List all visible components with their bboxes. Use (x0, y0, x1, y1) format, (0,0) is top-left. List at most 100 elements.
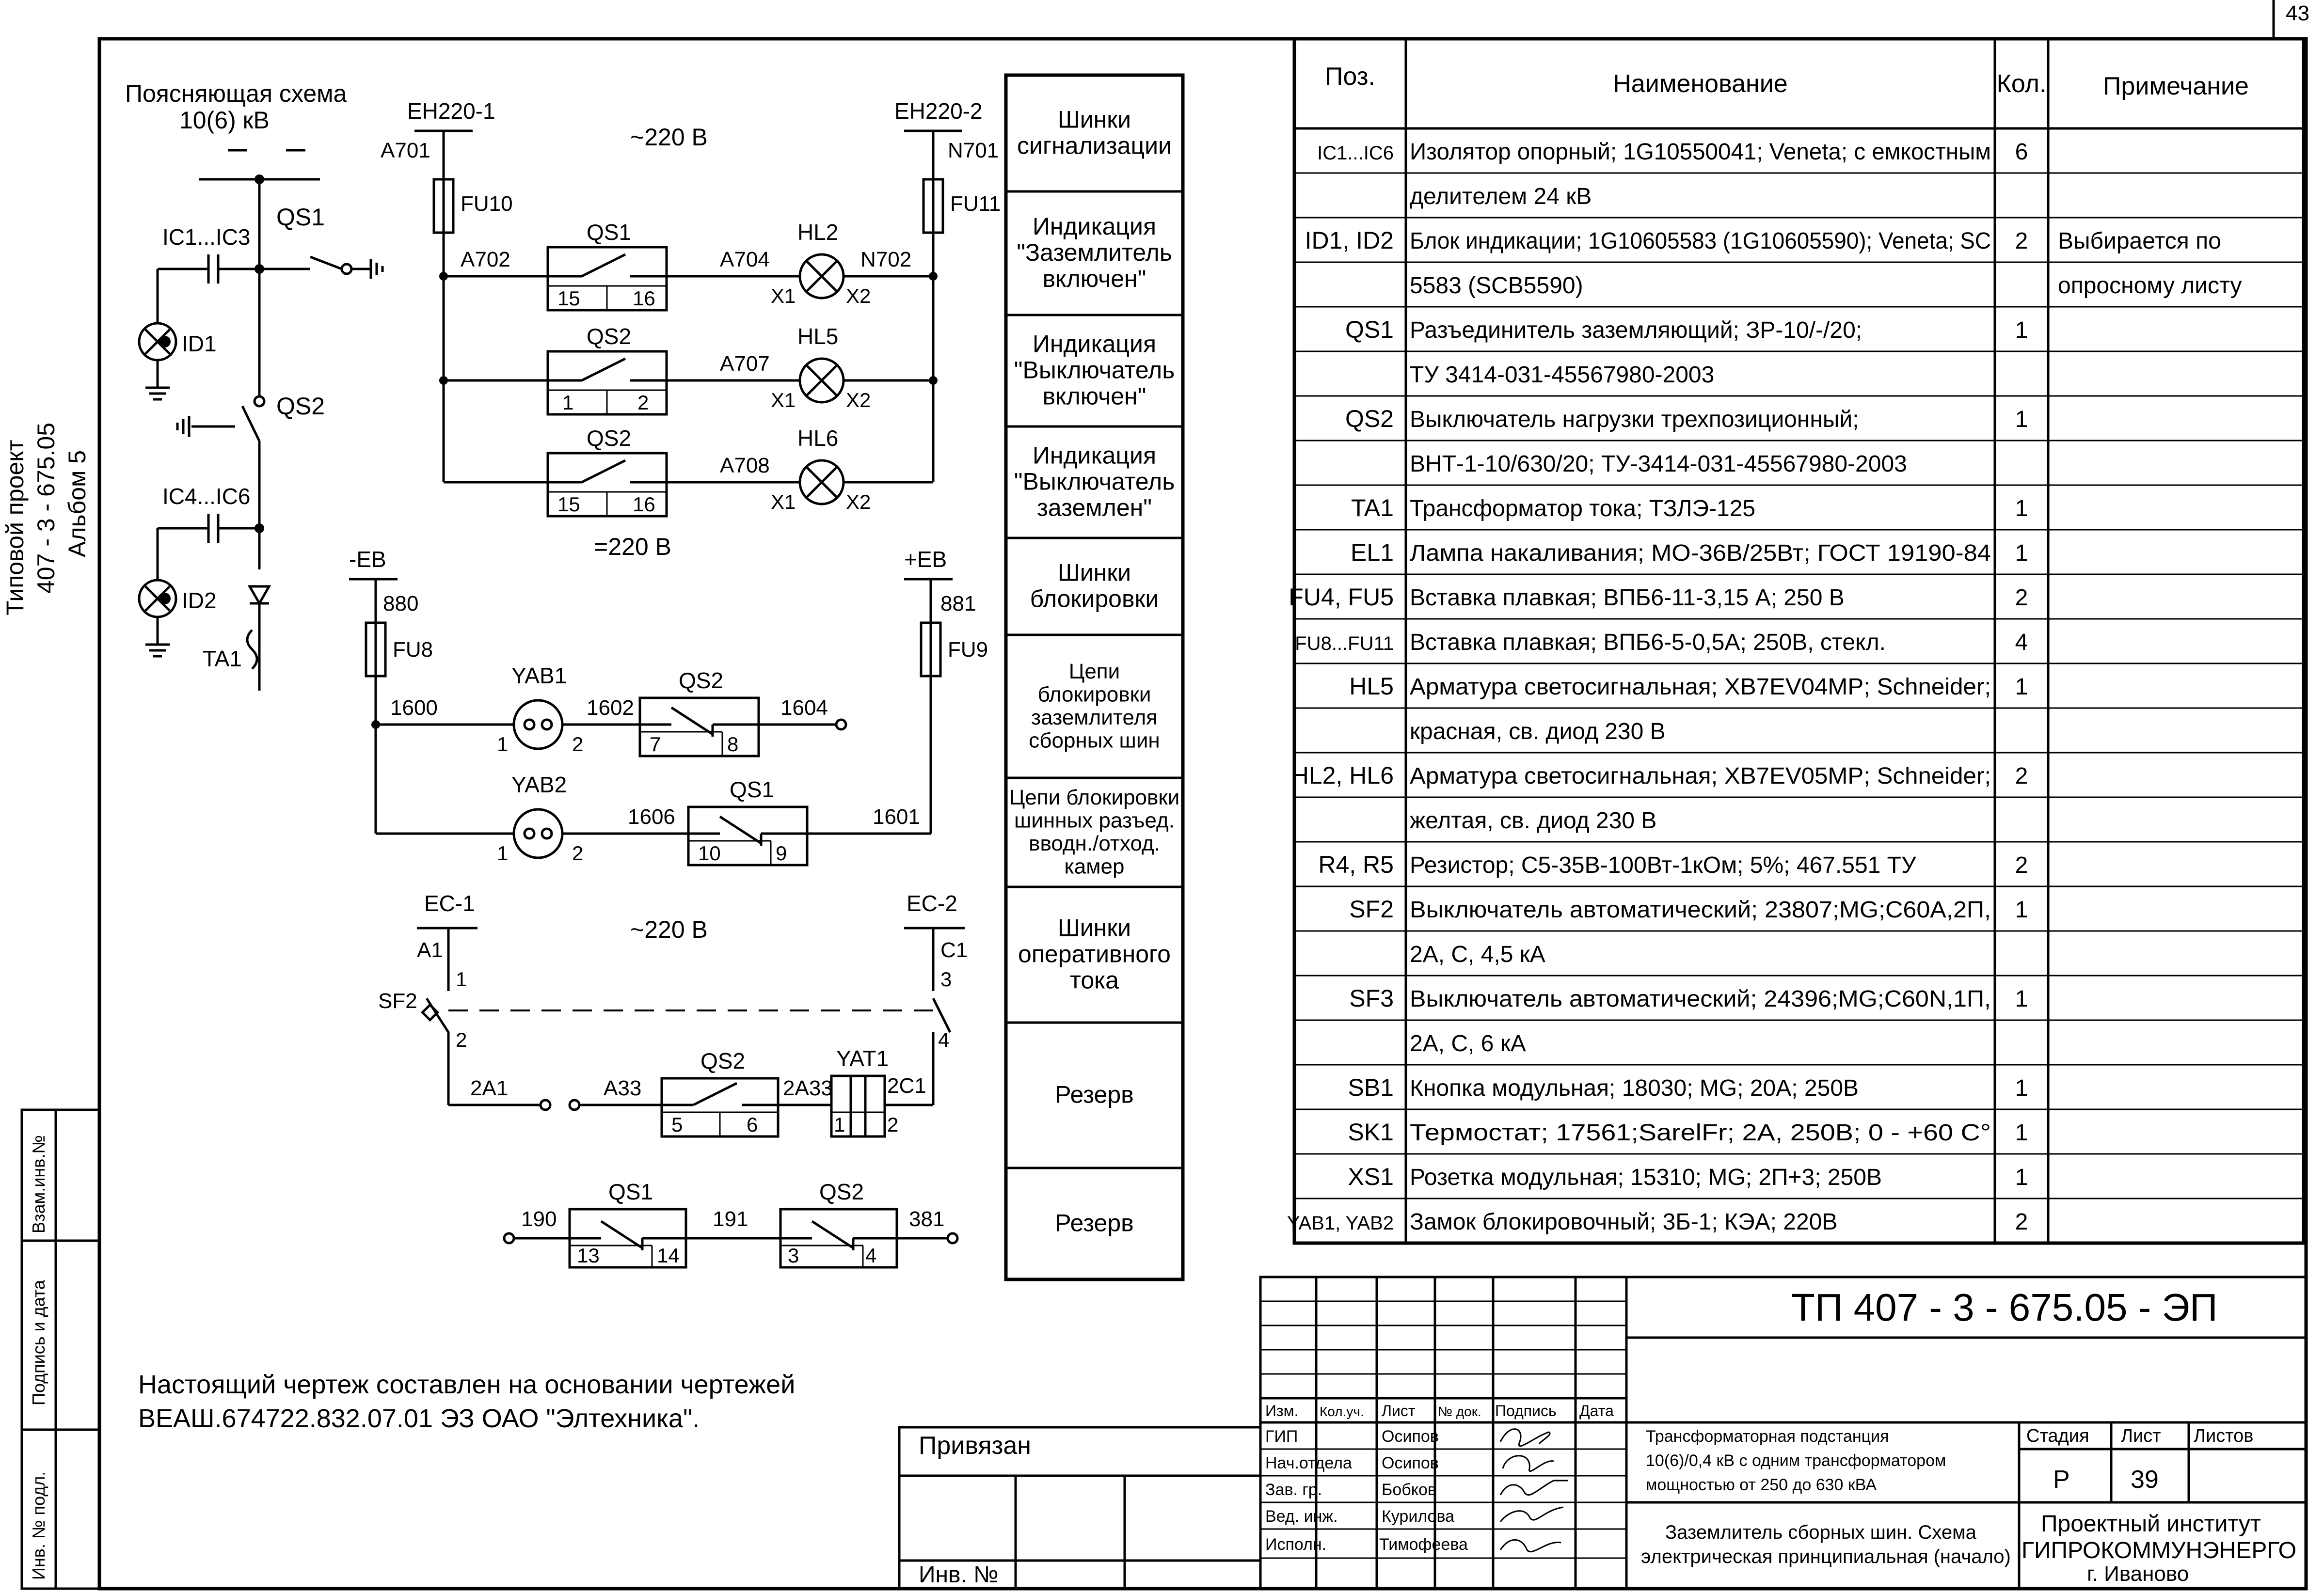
label-a33: A33 (604, 1076, 641, 1100)
bus-label-5-line-2: заземлителя (1031, 706, 1158, 729)
label-fu10: FU10 (461, 192, 513, 216)
bus-label-5-line-0: Цепи (1069, 660, 1120, 683)
label-c9: 9 (776, 842, 787, 865)
table-cell-name: Выключатель автоматический; 23807;MG;C60… (1410, 897, 1991, 923)
table-cell-pos: XS1 (1348, 1163, 1394, 1190)
table-cell-pos: SF3 (1349, 985, 1394, 1012)
table-cell-pos: TA1 (1351, 494, 1394, 521)
bus-label-6-line-3: камер (1065, 854, 1125, 878)
note-line2: ВЕАШ.674722.832.07.01 ЭЗ ОАО "Элтехника"… (138, 1404, 700, 1433)
label-a707: A707 (720, 352, 770, 376)
table-cell-pos: FU8...FU11 (1295, 633, 1394, 654)
label-2c1: 2C1 (887, 1074, 926, 1098)
label-voltage-ac: ~220 В (630, 124, 708, 151)
reserve-chain: 190 QS1 13 14 191 QS2 3 4 381 (503, 1179, 959, 1269)
table-cell-pos: HL5 (1349, 673, 1394, 700)
bus-label-2-line-0: Индикация (1033, 331, 1156, 358)
table-cell-qty: 2 (2015, 1209, 2028, 1235)
table-cell-name: красная, св. диод 230 В (1410, 719, 1666, 744)
label-fu9: FU9 (948, 638, 988, 662)
label-381: 381 (909, 1207, 944, 1231)
table-cell-pos: YAB1, YAB2 (1287, 1213, 1394, 1234)
table-cell-name: Вставка плавкая; ВПБ6-5-0,5А; 250В, стек… (1410, 630, 1886, 655)
bus-label-7-line-2: тока (1070, 967, 1119, 994)
bus-label-7-line-1: оперативного (1018, 941, 1171, 968)
label-c15-row1: 15 (557, 287, 580, 310)
table-header-0: Поз. (1325, 63, 1375, 91)
bus-label-7-line-0: Шинки (1058, 915, 1131, 942)
table-cell-qty: 1 (2015, 986, 2028, 1012)
note: Настоящий чертеж составлен на основании … (138, 1370, 795, 1433)
bus-label-6-line-1: шинных разъед. (1014, 808, 1175, 832)
table-cell-name: Термостат; 17561;SarelFr; 2А, 250В; 0 - … (1410, 1120, 1991, 1146)
table-cell-pos: IC1...IC6 (1317, 142, 1394, 164)
label-sf2-p4: 4 (938, 1028, 949, 1051)
label-yab1: YAB1 (511, 663, 567, 688)
single-line-scheme: Поясняющая схема 10(6) кВ IC1...IC3 ID1 … (125, 80, 384, 691)
table-cell-name: Арматура светосигнальная; XB7EV04MP; Sch… (1410, 674, 1991, 700)
table-cell-note: опросному листу (2058, 273, 2242, 299)
label-1606: 1606 (628, 805, 675, 829)
table-cell-name: Вставка плавкая; ВПБ6-11-3,15 А; 250 В (1410, 585, 1845, 611)
label-1600: 1600 (390, 696, 438, 720)
operative-circuit: EC-1 EC-2 ~220 В A1 C1 1 3 SF2 2 4 2A1 A… (378, 891, 968, 1138)
table-cell-name: ВНТ-1-10/630/20; ТУ-3414-031-45567980-20… (1410, 451, 1907, 477)
table-cell-qty: 1 (2015, 897, 2028, 923)
label-plus-eb: +EB (904, 547, 947, 572)
name-zav: Бобков (1382, 1481, 1436, 1499)
table-cell-pos: ID1, ID2 (1305, 227, 1394, 254)
bus-label-4-line-1: блокировки (1030, 585, 1159, 613)
label-1601: 1601 (873, 805, 920, 829)
object-line2: 10(6)/0,4 кВ с одним трансформатором (1646, 1451, 1946, 1470)
label-yat1-p2: 2 (887, 1113, 898, 1136)
table-cell-name: Резистор; С5-35В-100Вт-1кОм; 5%; 467.551… (1410, 852, 1916, 878)
label-qs1-res: QS1 (608, 1179, 653, 1204)
label-c16-row3: 16 (633, 493, 655, 516)
table-cell-qty: 2 (2015, 228, 2028, 254)
label-op-voltage: ~220 В (630, 916, 708, 943)
label-n701: N701 (948, 139, 999, 162)
table-cell-pos: QS1 (1345, 316, 1394, 343)
label-191: 191 (713, 1207, 748, 1231)
inv-label: Инв. № (919, 1562, 999, 1588)
table-header-2: Кол. (1997, 70, 2047, 98)
name-ved: Курилова (1382, 1507, 1454, 1526)
interlock-circuit: -EB +EB 880 881 FU8 FU9 1600 YAB1 1 2 16… (349, 547, 988, 867)
bus-label-2-line-1: "Выключатель (1014, 357, 1175, 384)
label-a701: A701 (381, 139, 430, 162)
table-cell-pos: SF2 (1349, 896, 1394, 923)
bus-label-5-line-3: сборных шин (1029, 728, 1160, 752)
label-c1-row2: 1 (562, 391, 573, 414)
doc-code: ТП 407 - 3 - 675.05 - ЭП (1791, 1286, 2218, 1329)
head-list: Лист (1382, 1402, 1416, 1420)
head-podpis: Подпись (1495, 1402, 1557, 1420)
stage-head: Стадия (2026, 1426, 2089, 1446)
table-cell-name: 5583 (SCB5590) (1410, 273, 1583, 299)
label-yab2: YAB2 (511, 772, 567, 797)
label-2a1: 2A1 (470, 1076, 508, 1100)
table-cell-qty: 2 (2015, 852, 2028, 878)
table-cell-qty: 1 (2015, 317, 2028, 343)
note-line1: Настоящий чертеж составлен на основании … (138, 1370, 795, 1399)
org-line1: Проектный институт (2041, 1511, 2261, 1537)
table-cell-pos: FU4, FU5 (1289, 584, 1394, 611)
label-c3: 3 (788, 1244, 799, 1267)
table-cell-qty: 1 (2015, 674, 2028, 700)
label-hl2: HL2 (797, 220, 838, 245)
bus-label-5-line-1: блокировки (1038, 682, 1151, 706)
bus-label-0-line-0: Шинки (1058, 106, 1131, 133)
label-ta1: TA1 (203, 646, 242, 671)
label-1604: 1604 (780, 696, 828, 720)
margin-album: Альбом 5 (64, 450, 91, 557)
head-data: Дата (1579, 1402, 1614, 1420)
table-cell-qty: 1 (2015, 496, 2028, 521)
label-ec1: EC-1 (424, 891, 475, 916)
table-cell-note: Выбирается по (2058, 228, 2221, 254)
table-cell-name: Блок индикации; 1G10605583 (1G10605590);… (1410, 228, 1991, 254)
table-cell-name: Розетка модульная; 15310; MG; 2П+3; 250В (1410, 1165, 1882, 1190)
margin-project-code: 407 - 3 - 675.05 (32, 423, 60, 594)
label-qs2-res: QS2 (819, 1179, 864, 1204)
table-cell-name: 2А, С, 6 кА (1410, 1031, 1526, 1057)
